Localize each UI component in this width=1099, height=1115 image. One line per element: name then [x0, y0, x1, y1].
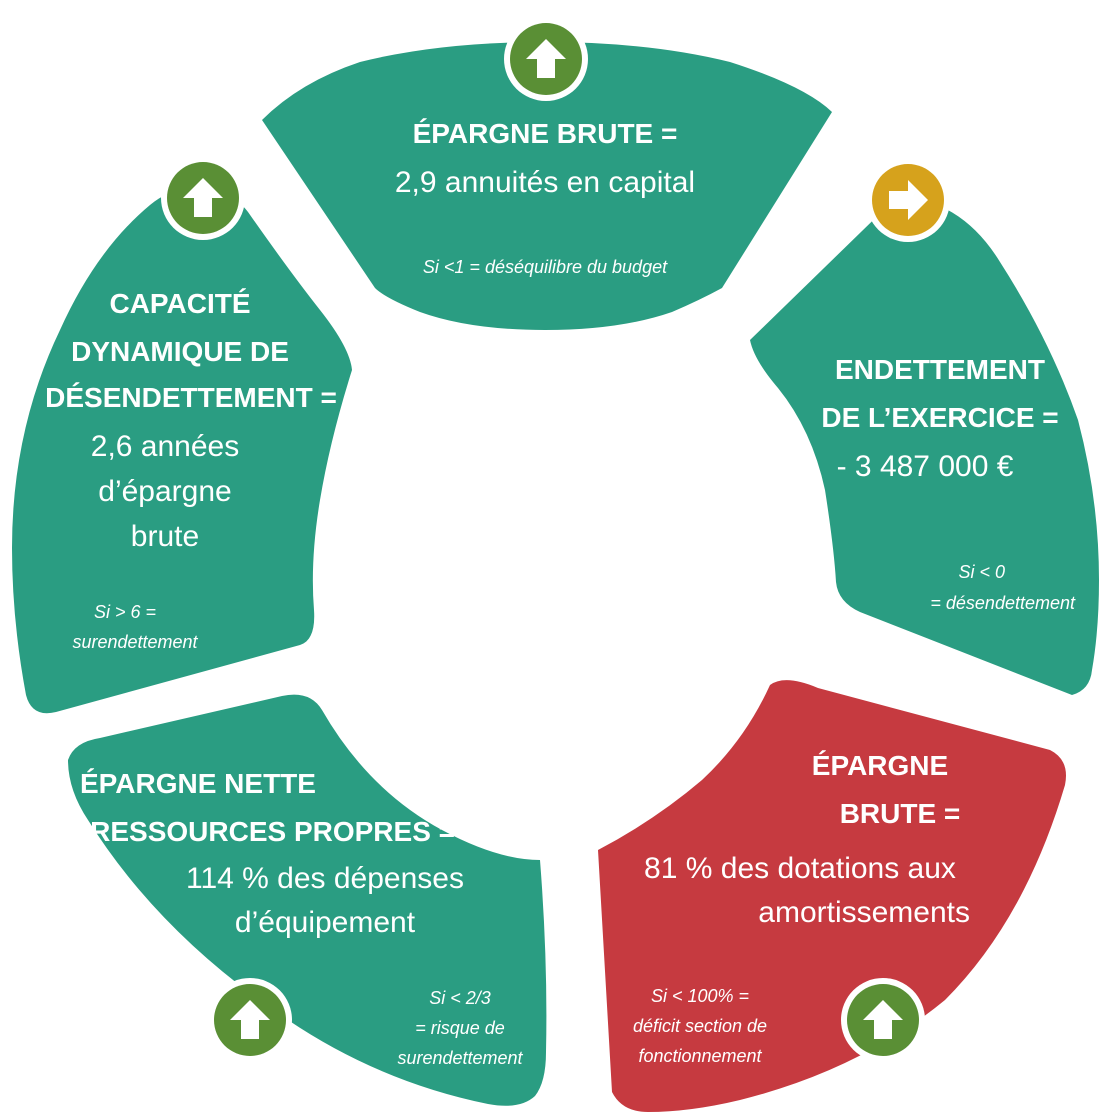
left-note-line1: Si > 6 = — [93, 602, 157, 622]
top-heading: ÉPARGNE BRUTE = — [412, 118, 678, 149]
segment-right — [750, 196, 1099, 695]
bottom-left-heading-line2: + RESSOURCES PROPRES = — [66, 816, 456, 847]
left-note-line2: surendettement — [72, 632, 198, 652]
bottom-right-heading-line2: BRUTE = — [839, 798, 961, 829]
segment-top — [262, 42, 832, 330]
badge-right — [866, 158, 950, 242]
bottom-left-value-line2: d’équipement — [234, 906, 416, 939]
bottom-right-value-line1: 81 % des dotations aux — [644, 852, 956, 885]
badge-bottom-right — [841, 978, 925, 1062]
arrow-right-icon — [889, 180, 928, 220]
right-note-line1: Si < 0 — [958, 562, 1005, 582]
bottom-right-note-line3: fonctionnement — [638, 1046, 762, 1066]
left-value-line3: brute — [130, 520, 200, 553]
right-heading-line2: DE L’EXERCICE = — [821, 402, 1059, 433]
arrow-up-icon — [526, 39, 566, 78]
bottom-right-value-line2: amortissements — [758, 896, 970, 929]
bottom-right-note-line2: déficit section de — [632, 1016, 768, 1036]
bottom-left-note-line3: surendettement — [397, 1048, 523, 1068]
bottom-left-heading-line1: ÉPARGNE NETTE — [80, 768, 316, 799]
left-value-line1: 2,6 années — [90, 430, 240, 463]
top-note: Si <1 = déséquilibre du budget — [422, 257, 668, 277]
segment-bottom-left — [68, 694, 547, 1106]
arrow-up-icon — [863, 1000, 903, 1039]
left-heading-line1: CAPACITÉ — [109, 288, 251, 319]
left-heading-line2: DYNAMIQUE DE — [71, 336, 289, 367]
bottom-left-note-line1: Si < 2/3 — [429, 988, 491, 1008]
bottom-right-heading-line1: ÉPARGNE — [811, 750, 949, 781]
arrow-up-icon — [230, 1000, 270, 1039]
badge-top — [504, 17, 588, 101]
top-value: 2,9 annuités en capital — [394, 166, 696, 199]
badge-bottom-left — [208, 978, 292, 1062]
segment-left — [12, 188, 352, 714]
arrow-up-icon — [183, 178, 223, 217]
badge-left — [161, 156, 245, 240]
left-heading-line3: DÉSENDETTEMENT = — [45, 382, 337, 413]
bottom-right-note-line1: Si < 100% = — [650, 986, 750, 1006]
right-note-line2: = désendettement — [930, 593, 1075, 613]
right-heading-line1: ENDETTEMENT — [835, 354, 1045, 385]
bottom-left-note-line2: = risque de — [415, 1018, 505, 1038]
segment-bottom-right — [598, 680, 1066, 1112]
right-value: - 3 487 000 € — [836, 450, 1014, 483]
bottom-left-value-line1: 114 % des dépenses — [186, 862, 464, 895]
left-value-line2: d’épargne — [98, 475, 232, 508]
